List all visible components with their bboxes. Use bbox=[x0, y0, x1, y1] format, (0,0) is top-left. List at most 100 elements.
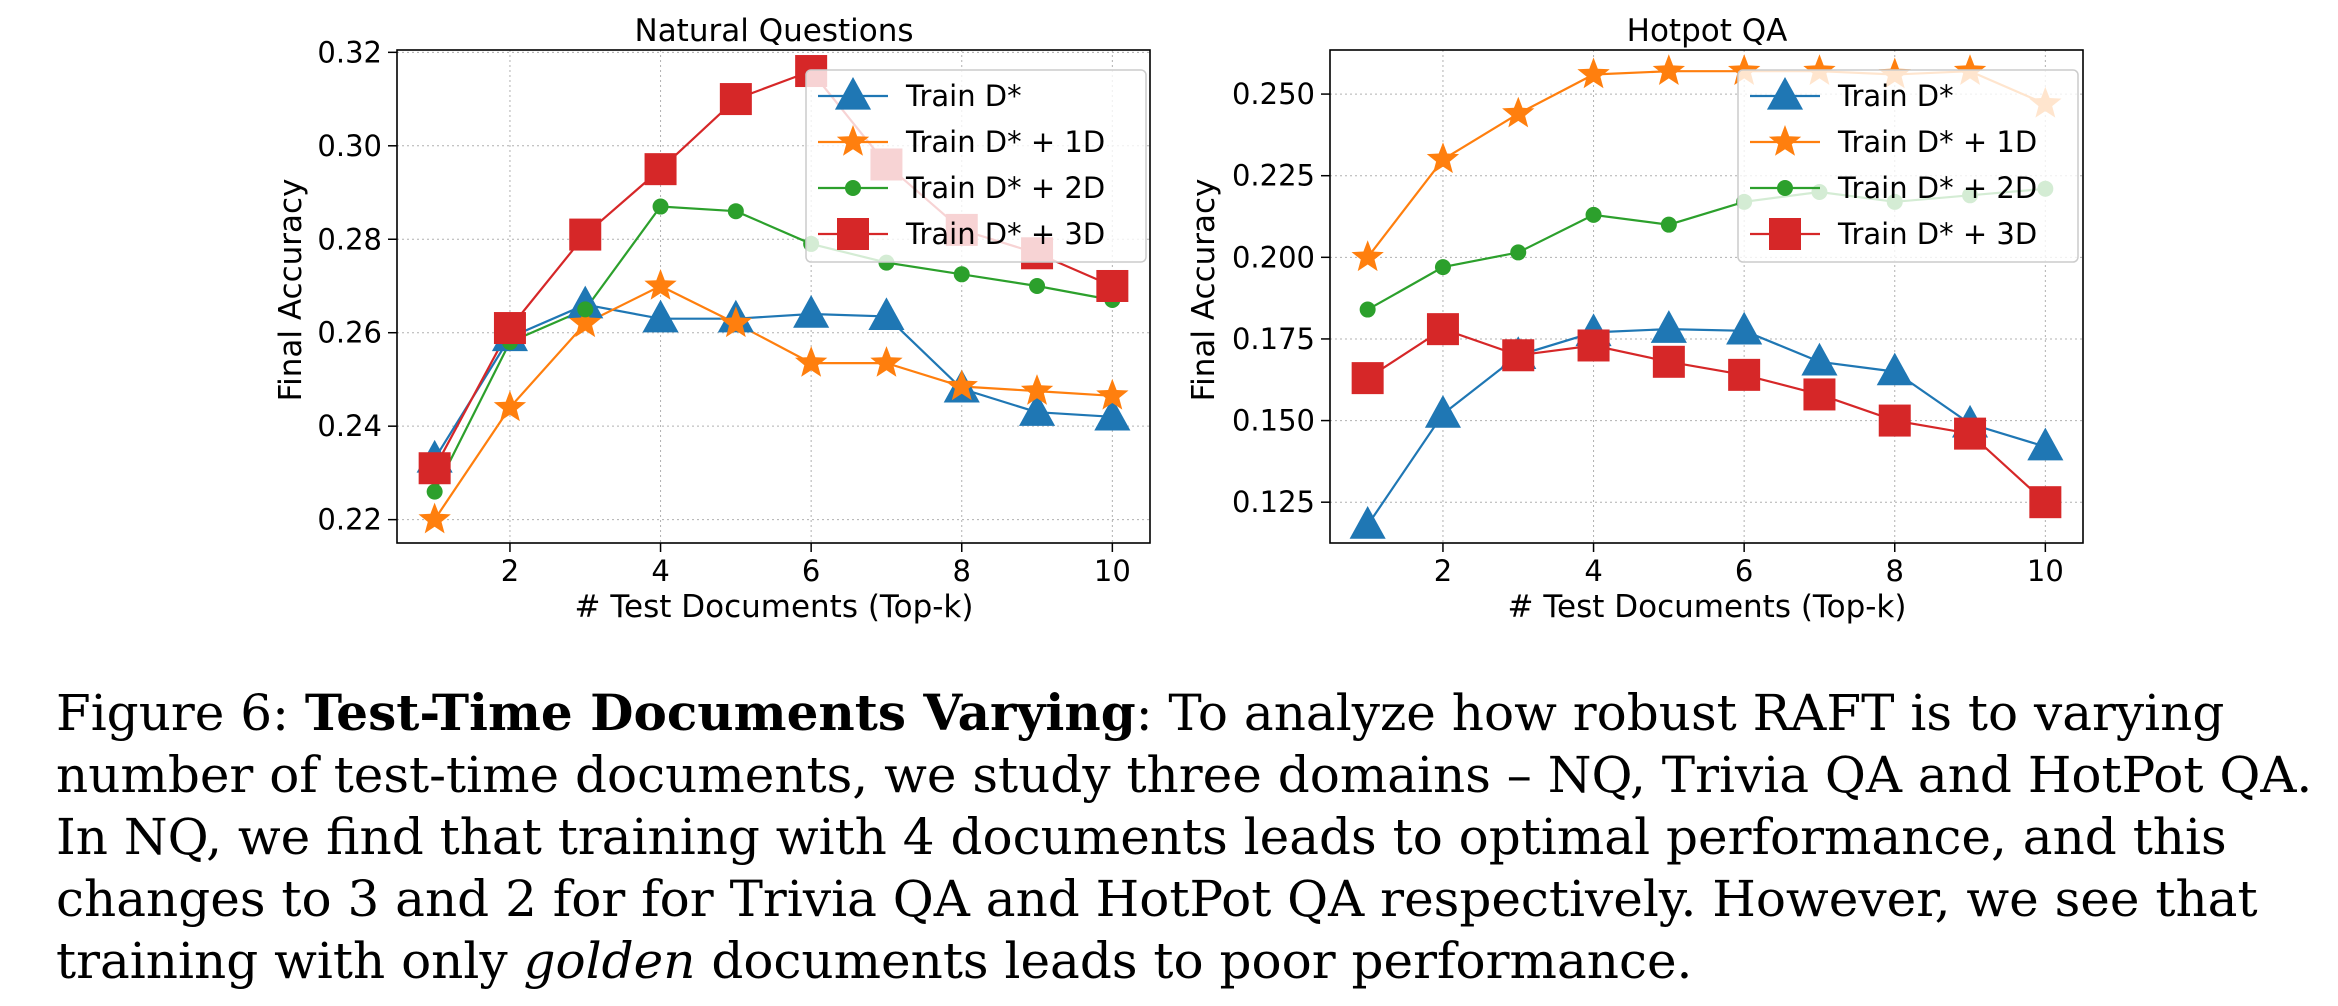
data-point bbox=[1351, 240, 1384, 272]
data-point bbox=[577, 301, 594, 318]
series-line bbox=[433, 205, 1113, 493]
data-point bbox=[945, 369, 978, 401]
x-tick-label: 8 bbox=[953, 554, 971, 588]
legend-label: Train D* + 3D bbox=[1837, 217, 2037, 251]
data-point bbox=[1349, 506, 1386, 539]
data-point bbox=[1650, 310, 1687, 343]
data-point bbox=[719, 83, 752, 116]
data-point bbox=[1728, 358, 1761, 391]
data-point bbox=[793, 295, 830, 328]
data-point bbox=[1434, 259, 1451, 276]
data-point bbox=[2027, 427, 2064, 461]
data-point bbox=[1094, 397, 1131, 431]
data-point bbox=[1803, 378, 1836, 411]
x-tick-label: 6 bbox=[802, 554, 820, 588]
data-point bbox=[719, 306, 752, 338]
data-point bbox=[493, 390, 527, 422]
x-tick-label: 10 bbox=[1094, 554, 1131, 588]
data-point bbox=[569, 218, 602, 251]
legend-label: Train D* + 2D bbox=[1837, 171, 2037, 205]
y-tick-label: 0.26 bbox=[317, 316, 382, 350]
data-point bbox=[1954, 417, 1987, 450]
data-point bbox=[953, 266, 970, 283]
legend-label: Train D* + 2D bbox=[905, 171, 1105, 205]
data-point bbox=[1660, 216, 1677, 233]
data-point bbox=[1876, 352, 1913, 386]
data-point bbox=[418, 502, 451, 534]
y-tick-label: 0.150 bbox=[1232, 404, 1315, 438]
caption-italic: golden bbox=[523, 932, 696, 990]
legend-marker bbox=[1777, 180, 1793, 196]
data-point bbox=[795, 346, 828, 377]
axes-frame bbox=[396, 49, 1151, 544]
data-point bbox=[652, 198, 669, 215]
data-point bbox=[1351, 362, 1384, 395]
data-point bbox=[418, 452, 451, 485]
legend-marker bbox=[1766, 77, 1804, 110]
legend-label: Train D* bbox=[905, 79, 1022, 113]
y-tick-label: 0.30 bbox=[317, 129, 382, 163]
data-point bbox=[642, 299, 679, 333]
caption-text-end: documents leads to poor performance. bbox=[695, 932, 1693, 990]
data-point bbox=[1585, 206, 1602, 223]
series-line bbox=[1366, 327, 2046, 526]
data-point bbox=[644, 269, 677, 300]
data-point bbox=[1502, 96, 1535, 128]
x-tick-label: 10 bbox=[2027, 554, 2064, 588]
data-point bbox=[1359, 301, 1376, 318]
x-axis-label: # Test Documents (Top-k) bbox=[1508, 589, 1907, 625]
data-point bbox=[1020, 374, 1054, 405]
x-tick-label: 4 bbox=[651, 554, 669, 588]
x-tick-label: 4 bbox=[1584, 554, 1602, 588]
x-tick-label: 2 bbox=[1434, 554, 1452, 588]
data-point bbox=[569, 306, 602, 338]
data-point bbox=[493, 312, 526, 345]
series-line bbox=[1367, 327, 2047, 504]
data-point bbox=[1426, 313, 1459, 346]
caption-title: Test-Time Documents Varying bbox=[304, 683, 1136, 742]
data-point bbox=[2029, 486, 2062, 519]
y-tick-label: 0.125 bbox=[1232, 485, 1315, 519]
data-point bbox=[1426, 142, 1460, 174]
figure-caption: Figure 6: Test-Time Documents Varying: T… bbox=[56, 682, 2326, 992]
data-point bbox=[1029, 277, 1046, 294]
figure-label: Figure 6: bbox=[56, 684, 305, 742]
data-point bbox=[1096, 378, 1129, 410]
data-point bbox=[1502, 339, 1535, 372]
data-point bbox=[1652, 54, 1685, 85]
legend-marker bbox=[837, 218, 869, 250]
data-point bbox=[1424, 395, 1461, 428]
caption-text: : To analyze how robust RAFT is to varyi… bbox=[56, 684, 2313, 990]
data-point bbox=[1652, 345, 1685, 378]
legend-marker bbox=[836, 125, 870, 156]
data-point bbox=[1577, 329, 1610, 362]
data-point bbox=[727, 203, 744, 220]
data-point bbox=[1096, 269, 1129, 302]
legend-marker bbox=[845, 180, 861, 196]
legend-label: Train D* + 1D bbox=[1837, 125, 2037, 159]
y-tick-label: 0.22 bbox=[317, 503, 382, 537]
data-point bbox=[1801, 342, 1838, 376]
y-axis-label: Final Accuracy bbox=[273, 179, 309, 402]
y-tick-label: 0.32 bbox=[317, 35, 382, 69]
data-point bbox=[1878, 404, 1911, 437]
legend-marker bbox=[1768, 125, 1802, 156]
data-point bbox=[1510, 244, 1527, 261]
legend-label: Train D* bbox=[1837, 79, 1954, 113]
y-axis-label: Final Accuracy bbox=[1186, 179, 1222, 402]
data-point bbox=[1726, 311, 1763, 345]
data-point bbox=[1019, 393, 1056, 426]
legend-marker bbox=[1769, 218, 1801, 250]
x-tick-label: 6 bbox=[1735, 554, 1753, 588]
x-tick-label: 2 bbox=[501, 554, 519, 588]
x-axis-label: # Test Documents (Top-k) bbox=[575, 589, 974, 625]
data-point bbox=[870, 346, 903, 377]
legend-box bbox=[805, 69, 1147, 263]
x-tick-label: 8 bbox=[1886, 554, 1904, 588]
chart-title: Natural Questions bbox=[635, 13, 914, 49]
